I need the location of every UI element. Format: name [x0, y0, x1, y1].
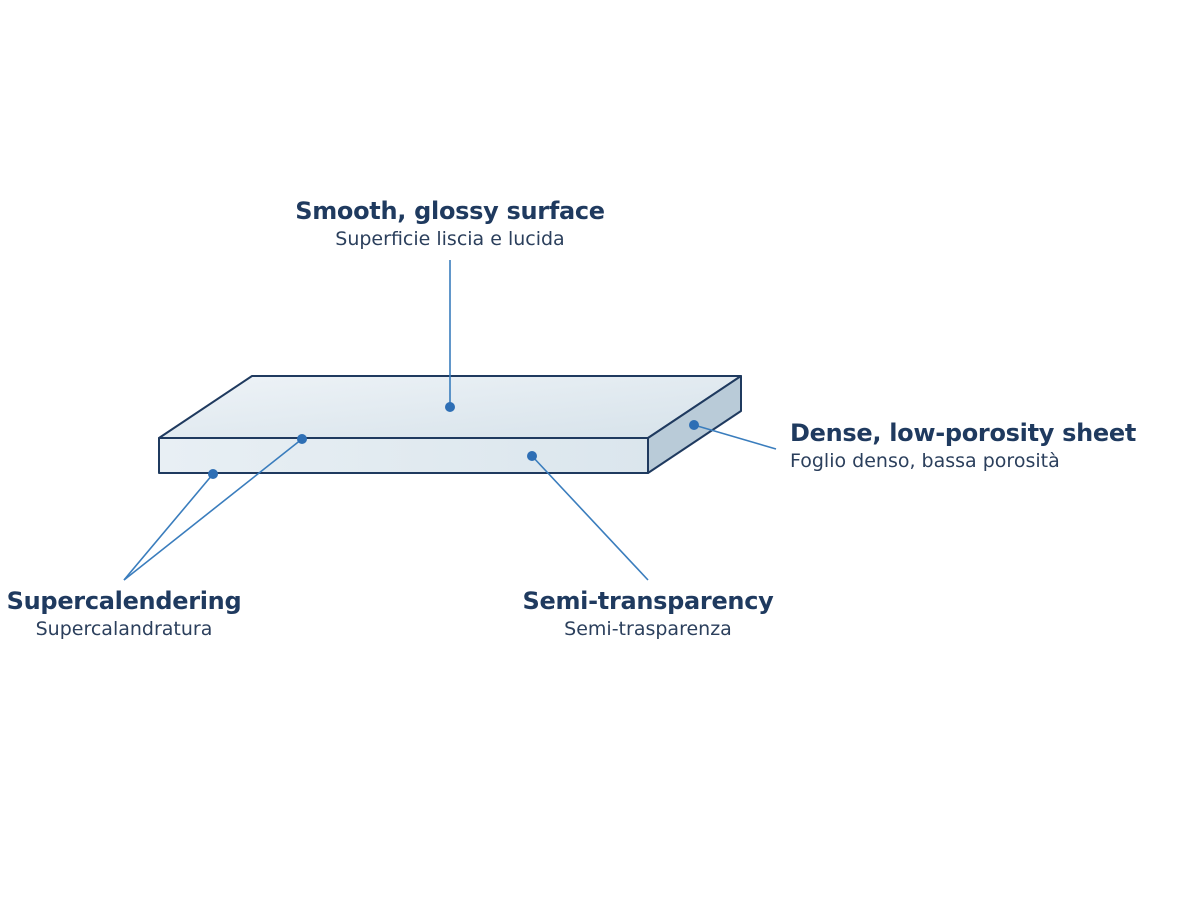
leader-line-supercal-b [123, 438, 303, 581]
label-supercal-title: Supercalendering [6, 587, 242, 615]
label-surface: Smooth, glossy surface Superficie liscia… [295, 196, 605, 252]
leader-line-semi [531, 455, 649, 581]
callout-dot-supercal-top [297, 434, 307, 444]
leader-line-supercal-a [123, 473, 214, 581]
label-surface-title: Smooth, glossy surface [295, 197, 605, 225]
label-surface-subtitle: Superficie liscia e lucida [335, 228, 565, 250]
callout-dot-semi [527, 451, 537, 461]
label-dense: Dense, low-porosity sheet Foglio denso, … [790, 418, 1136, 474]
callout-dot-dense [689, 420, 699, 430]
label-semi: Semi-transparency Semi-trasparenza [523, 586, 774, 642]
label-dense-subtitle: Foglio denso, bassa porosità [790, 450, 1060, 472]
label-supercal-subtitle: Supercalandratura [35, 618, 213, 640]
label-semi-subtitle: Semi-trasparenza [564, 618, 732, 640]
label-dense-title: Dense, low-porosity sheet [790, 419, 1137, 447]
label-semi-title: Semi-transparency [522, 587, 774, 615]
leader-line-dense [693, 424, 777, 450]
callout-dot-surface [445, 402, 455, 412]
label-supercal: Supercalendering Supercalandratura [7, 586, 242, 642]
callout-dot-supercal-front [208, 469, 218, 479]
sheet-front-face [158, 437, 649, 474]
